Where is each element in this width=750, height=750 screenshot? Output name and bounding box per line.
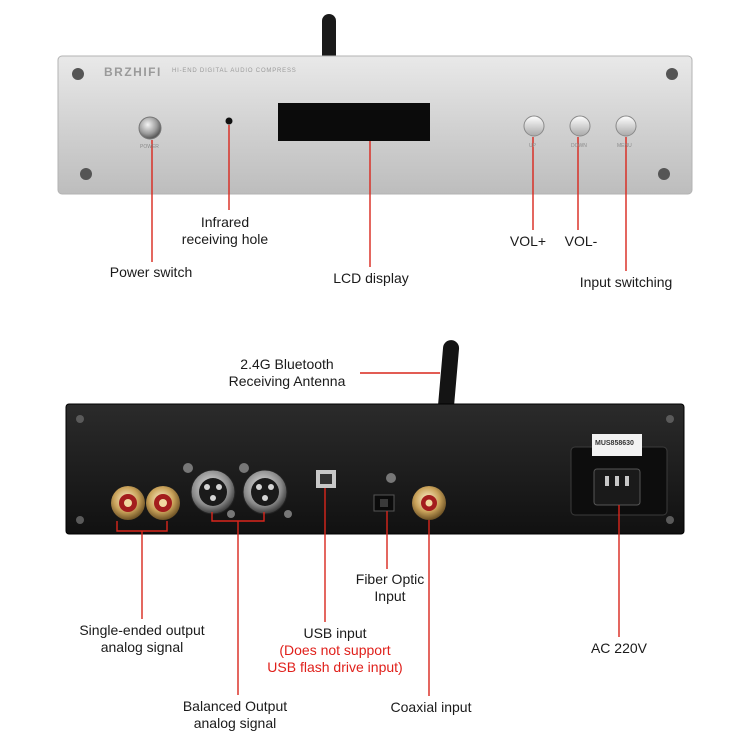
label-fiber-line1: Fiber Optic xyxy=(355,571,425,587)
label-usb: USB input (Does not support USB flash dr… xyxy=(250,625,420,676)
label-fiber-line2: Input xyxy=(374,588,406,604)
screw-icon xyxy=(76,516,84,524)
screw-icon xyxy=(76,415,84,423)
screw-icon xyxy=(227,510,235,518)
label-single-line1: Single-ended output xyxy=(79,622,205,638)
up-caption: UP xyxy=(529,143,536,149)
label-usb-line1: USB input xyxy=(303,625,367,641)
front-antenna xyxy=(322,14,336,64)
optical-input[interactable] xyxy=(373,494,395,512)
vol-up-button[interactable] xyxy=(523,115,545,137)
label-ac: AC 220V xyxy=(590,640,648,656)
label-infrared: Infrared receiving hole xyxy=(170,214,280,248)
xlr-output-left[interactable] xyxy=(190,469,236,515)
power-caption: POWER xyxy=(140,144,159,150)
usb-b-port[interactable] xyxy=(316,470,336,488)
rca-output-left[interactable] xyxy=(111,486,145,520)
leader-lines xyxy=(116,125,627,696)
brand-logo: BRZHIFI xyxy=(104,65,162,79)
brand-subtitle: HI-END DIGITAL AUDIO COMPRESS xyxy=(172,68,297,74)
power-knob[interactable] xyxy=(138,116,162,140)
screw-icon xyxy=(80,168,92,180)
label-antenna-line2: Receiving Antenna xyxy=(228,373,346,389)
screw-icon xyxy=(666,68,678,80)
label-single-line2: analog signal xyxy=(100,639,184,655)
screw-icon xyxy=(239,463,249,473)
screw-icon xyxy=(386,473,396,483)
coaxial-input[interactable] xyxy=(412,486,446,520)
label-antenna: 2.4G Bluetooth Receiving Antenna xyxy=(222,356,352,390)
vol-down-button[interactable] xyxy=(569,115,591,137)
label-balanced-line1: Balanced Output xyxy=(182,698,288,714)
lcd-screen xyxy=(278,103,430,141)
rear-panel xyxy=(65,403,685,535)
screw-icon xyxy=(183,463,193,473)
label-fiber-optic: Fiber Optic Input xyxy=(340,571,440,605)
rca-output-right[interactable] xyxy=(146,486,180,520)
menu-caption: MENU xyxy=(617,143,632,149)
label-usb-note1: (Does not support xyxy=(279,642,391,658)
xlr-output-right[interactable] xyxy=(242,469,288,515)
screw-icon xyxy=(284,510,292,518)
menu-button[interactable] xyxy=(615,115,637,137)
screw-icon xyxy=(666,415,674,423)
serial-sticker xyxy=(592,434,642,456)
label-lcd-display: LCD display xyxy=(333,270,409,286)
ac-inlet xyxy=(570,434,668,516)
label-vol-plus: VOL+ xyxy=(509,233,547,249)
label-single-ended: Single-ended output analog signal xyxy=(62,622,222,656)
label-infrared-line1: Infrared xyxy=(200,214,250,230)
label-infrared-line2: receiving hole xyxy=(181,231,269,247)
label-antenna-line1: 2.4G Bluetooth xyxy=(240,356,334,372)
label-usb-note2: USB flash drive input) xyxy=(267,659,403,675)
label-input-switching: Input switching xyxy=(579,274,673,290)
label-balanced: Balanced Output analog signal xyxy=(165,698,305,732)
label-power-switch: Power switch xyxy=(109,264,193,280)
screw-icon xyxy=(658,168,670,180)
down-caption: DOWN xyxy=(571,143,587,149)
label-balanced-line2: analog signal xyxy=(193,715,277,731)
screw-icon xyxy=(72,68,84,80)
infrared-hole xyxy=(225,117,233,125)
label-coaxial: Coaxial input xyxy=(390,699,472,715)
label-vol-minus: VOL- xyxy=(564,233,598,249)
screw-icon xyxy=(666,516,674,524)
serial-sticker-text: MUS858630 xyxy=(595,440,634,447)
